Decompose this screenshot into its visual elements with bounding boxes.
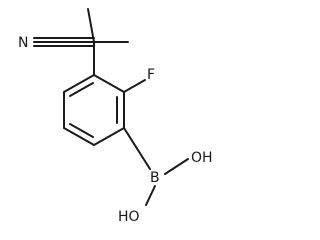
benzene-ring bbox=[63, 74, 125, 146]
boronic-acid-group bbox=[123, 127, 189, 206]
bond-boron-to-oh-lower bbox=[145, 185, 156, 206]
ring-bond-bottom-left bbox=[63, 127, 95, 146]
atom-label-fluorine: F bbox=[147, 67, 155, 83]
ring-double-bond-inner-bottom-left bbox=[69, 123, 94, 138]
bond-boron-to-oh-right bbox=[164, 158, 189, 175]
bond-methyl-upper bbox=[87, 8, 95, 43]
ring-double-bond-inner-top-left bbox=[69, 82, 94, 97]
bond-ring-to-boron bbox=[123, 127, 151, 170]
ring-bond-bottom-right bbox=[93, 127, 125, 146]
ring-bond-top-right bbox=[93, 74, 125, 93]
atom-label-hydroxyl-lower: HO bbox=[118, 209, 140, 225]
atom-label-hydroxyl-right: OH bbox=[191, 150, 213, 166]
ring-bond-top-left bbox=[63, 74, 95, 93]
chemical-structure: N F B OH HO bbox=[18, 8, 213, 225]
bond-ring-to-fluorine bbox=[123, 79, 146, 93]
atom-label-boron: B bbox=[150, 170, 160, 186]
atom-label-nitrogen: N bbox=[18, 35, 28, 51]
cyano-dimethyl-group bbox=[33, 8, 129, 76]
